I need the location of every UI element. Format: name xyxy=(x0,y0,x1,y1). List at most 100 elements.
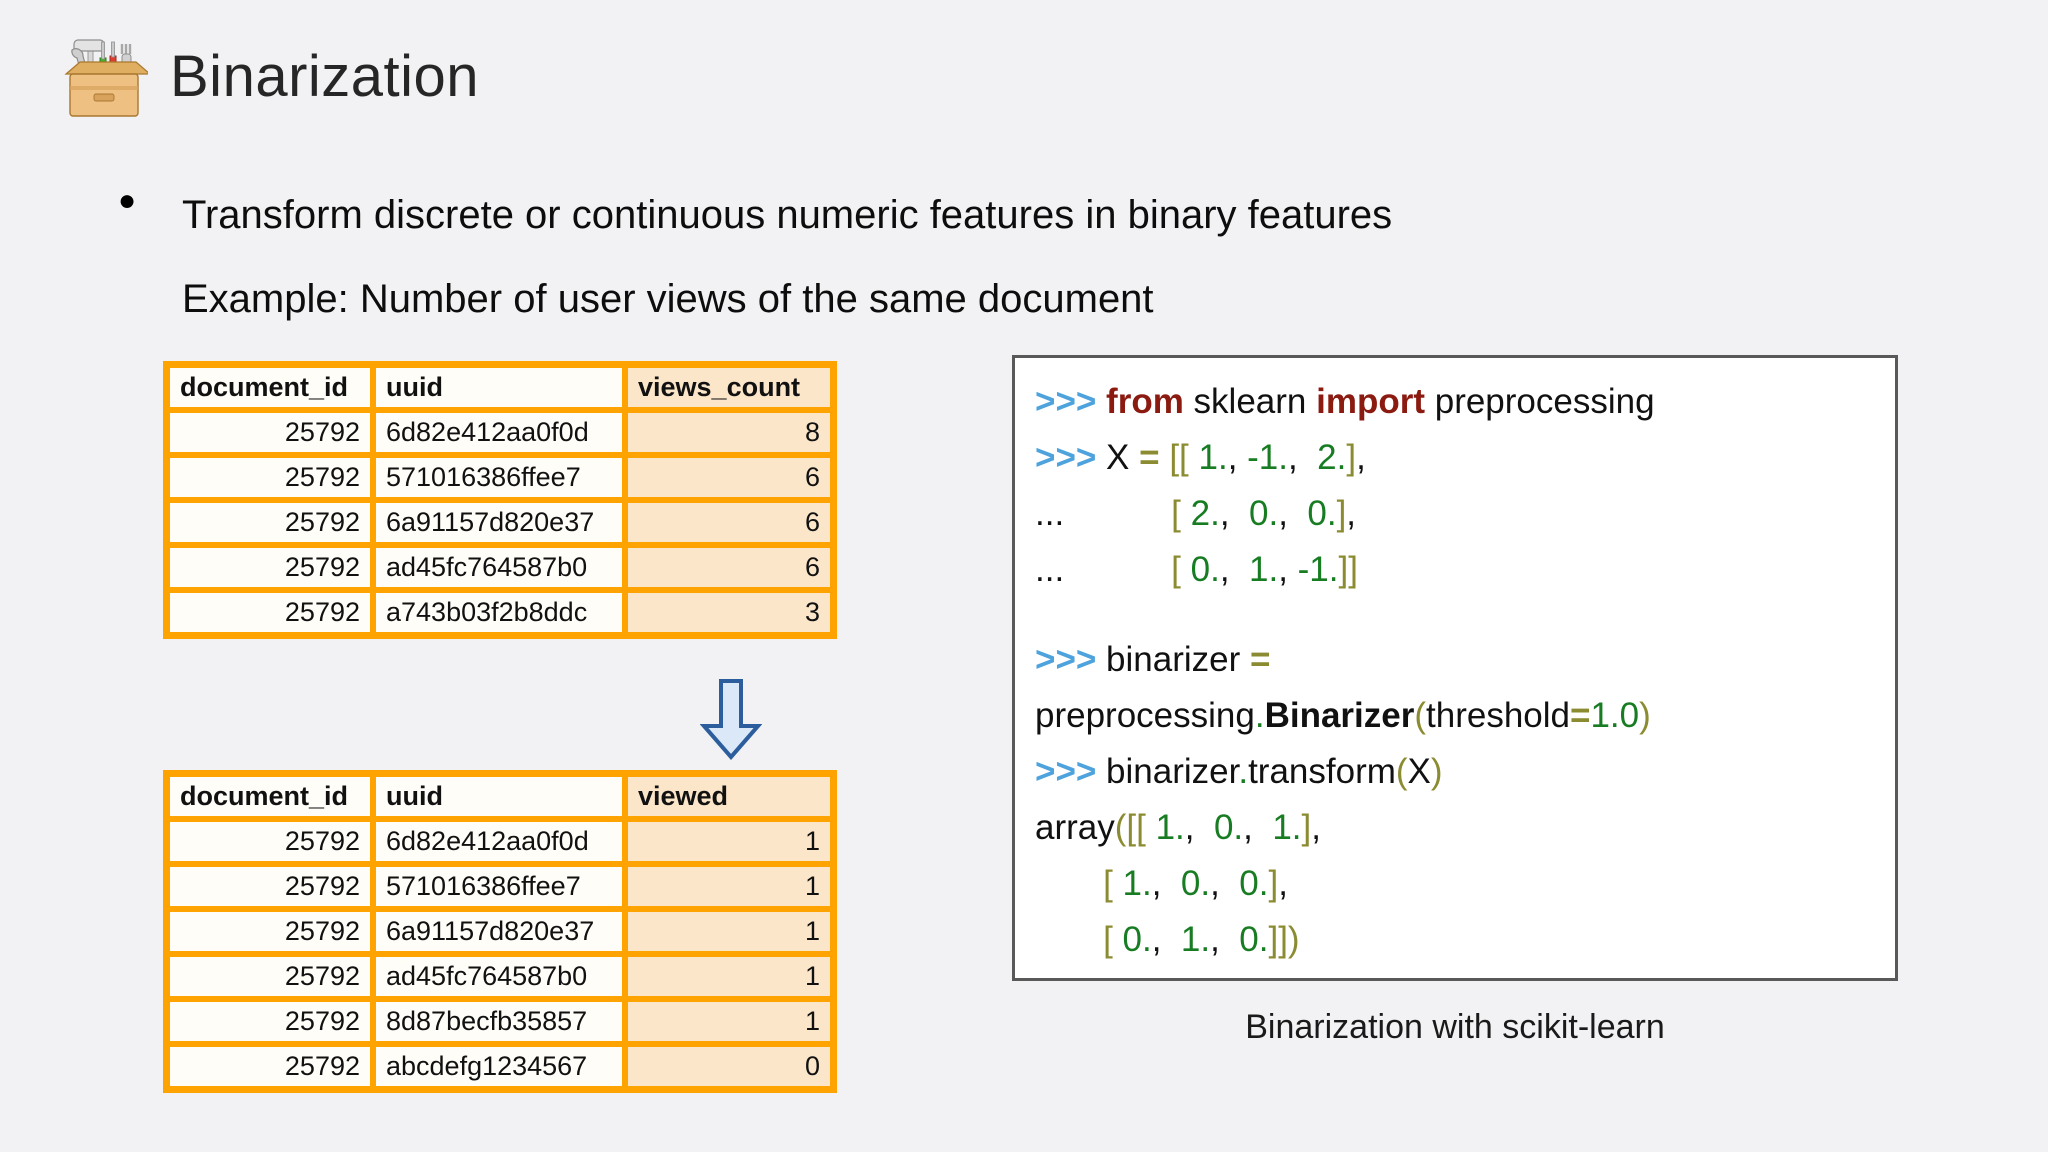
cell-uuid: 571016386ffee7 xyxy=(373,455,625,500)
cell-document-id: 25792 xyxy=(167,864,373,909)
cell-document-id: 25792 xyxy=(167,909,373,954)
code-token-brk: ]]) xyxy=(1268,920,1300,959)
viewed-binary-table: document_id uuid viewed 25792 6d82e412aa… xyxy=(163,770,837,1093)
code-token-num: 0. xyxy=(1194,808,1244,847)
code-token-plain: , xyxy=(1210,920,1220,959)
code-line: ... [ 0., 1., -1.]] xyxy=(1035,542,1875,598)
code-token-plain: , xyxy=(1219,494,1230,533)
code-token-brk: ] xyxy=(1336,494,1347,533)
code-token-num: 1. xyxy=(1161,920,1211,959)
code-token-brk: ) xyxy=(1430,752,1443,791)
bullet-line-1: Transform discrete or continuous numeric… xyxy=(182,193,1393,237)
cell-uuid: ad45fc764587b0 xyxy=(373,954,625,999)
table-header-row: document_id uuid views_count xyxy=(167,365,833,410)
code-line: >>> from sklearn import preprocessing xyxy=(1035,374,1875,430)
cell-document-id: 25792 xyxy=(167,545,373,590)
code-token-num: -1. xyxy=(1287,550,1339,589)
code-token-plain: X xyxy=(1106,438,1140,477)
code-token-plain: ... xyxy=(1035,494,1065,533)
code-token-brk: ) xyxy=(1639,696,1651,735)
code-token-num: 1. xyxy=(1188,438,1228,477)
code-token-plain: preprocessing xyxy=(1035,696,1255,735)
code-token-num: 1.0 xyxy=(1590,696,1640,735)
code-token-plain: , xyxy=(1278,864,1288,903)
code-token-op: = xyxy=(1139,438,1160,477)
cell-uuid: 6d82e412aa0f0d xyxy=(373,410,625,455)
column-header-viewed: viewed xyxy=(625,774,833,819)
cell-viewed: 1 xyxy=(625,909,833,954)
column-header-document-id: document_id xyxy=(167,774,373,819)
code-token-plain: , xyxy=(1184,808,1195,847)
code-token-plain: sklearn xyxy=(1183,382,1317,421)
cell-viewed: 0 xyxy=(625,1044,833,1089)
cell-uuid: 6a91157d820e37 xyxy=(373,500,625,545)
code-token-prompt: >>> xyxy=(1035,640,1107,679)
code-token-plain xyxy=(1064,550,1171,589)
bullet-marker: ● xyxy=(118,184,137,217)
code-token-brk: ] xyxy=(1301,808,1312,847)
code-token-prompt: >>> xyxy=(1035,752,1107,791)
slide-title-row: Binarization xyxy=(60,30,479,122)
code-token-kw: from xyxy=(1106,382,1184,421)
cell-views-count: 3 xyxy=(625,590,833,635)
code-token-plain: , xyxy=(1151,864,1162,903)
code-token-plain: X xyxy=(1407,752,1431,791)
cell-uuid: ad45fc764587b0 xyxy=(373,545,625,590)
cell-document-id: 25792 xyxy=(167,819,373,864)
table-header-row: document_id uuid viewed xyxy=(167,774,833,819)
code-token-brk: ( xyxy=(1414,696,1427,735)
code-token-plain: , xyxy=(1210,864,1220,903)
code-line: >>> binarizer.transform(X) xyxy=(1035,744,1875,800)
code-token-brk: [ xyxy=(1103,920,1113,959)
table-row: 25792 6d82e412aa0f0d 8 xyxy=(167,410,833,455)
cell-views-count: 6 xyxy=(625,545,833,590)
code-token-plain xyxy=(1035,864,1103,903)
code-token-plain xyxy=(1035,920,1103,959)
table-row: 25792 ad45fc764587b0 6 xyxy=(167,545,833,590)
code-token-plain xyxy=(1160,438,1170,477)
cell-viewed: 1 xyxy=(625,999,833,1044)
code-token-plain: array xyxy=(1035,808,1115,847)
code-token-brk: [ xyxy=(1103,864,1113,903)
cell-views-count: 6 xyxy=(625,455,833,500)
code-token-plain: , xyxy=(1278,494,1288,533)
code-line: [ 0., 1., 0.]]) xyxy=(1035,912,1875,968)
code-token-num: 1. xyxy=(1252,808,1302,847)
column-header-views-count: views_count xyxy=(625,365,833,410)
toolbox-icon xyxy=(60,30,152,122)
code-token-num: 0. xyxy=(1219,864,1269,903)
code-token-plain: , xyxy=(1311,808,1321,847)
table-row: 25792 571016386ffee7 6 xyxy=(167,455,833,500)
code-token-plain: , xyxy=(1151,920,1162,959)
cell-viewed: 1 xyxy=(625,819,833,864)
code-token-num: 2. xyxy=(1180,494,1220,533)
code-token-op: = xyxy=(1570,696,1591,735)
cell-document-id: 25792 xyxy=(167,1044,373,1089)
code-token-plain: threshold xyxy=(1426,696,1570,735)
code-snippet-panel: >>> from sklearn import preprocessing>>>… xyxy=(1012,355,1898,981)
code-token-plain: binarizer xyxy=(1106,640,1250,679)
code-caption: Binarization with scikit-learn xyxy=(1245,1008,1665,1046)
cell-views-count: 8 xyxy=(625,410,833,455)
table-row: 25792 6a91157d820e37 1 xyxy=(167,909,833,954)
cell-document-id: 25792 xyxy=(167,500,373,545)
code-token-brk: ( xyxy=(1395,752,1408,791)
column-header-uuid: uuid xyxy=(373,365,625,410)
code-token-brk: [ xyxy=(1171,494,1181,533)
table-row: 25792 8d87becfb35857 1 xyxy=(167,999,833,1044)
cell-document-id: 25792 xyxy=(167,410,373,455)
code-token-plain: , xyxy=(1356,438,1366,477)
page-title: Binarization xyxy=(170,43,480,109)
cell-uuid: 8d87becfb35857 xyxy=(373,999,625,1044)
code-token-num: 0. xyxy=(1219,920,1269,959)
code-token-num: 1. xyxy=(1145,808,1185,847)
bullet-line-2: Example: Number of user views of the sam… xyxy=(182,277,1154,321)
column-header-document-id: document_id xyxy=(167,365,373,410)
cell-uuid: 6d82e412aa0f0d xyxy=(373,819,625,864)
table-row: 25792 571016386ffee7 1 xyxy=(167,864,833,909)
table-row: 25792 a743b03f2b8ddc 3 xyxy=(167,590,833,635)
code-line: >>> X = [[ 1., -1., 2.], xyxy=(1035,430,1875,486)
code-token-num: 0. xyxy=(1287,494,1337,533)
code-token-prompt: >>> xyxy=(1035,438,1107,477)
cell-viewed: 1 xyxy=(625,954,833,999)
